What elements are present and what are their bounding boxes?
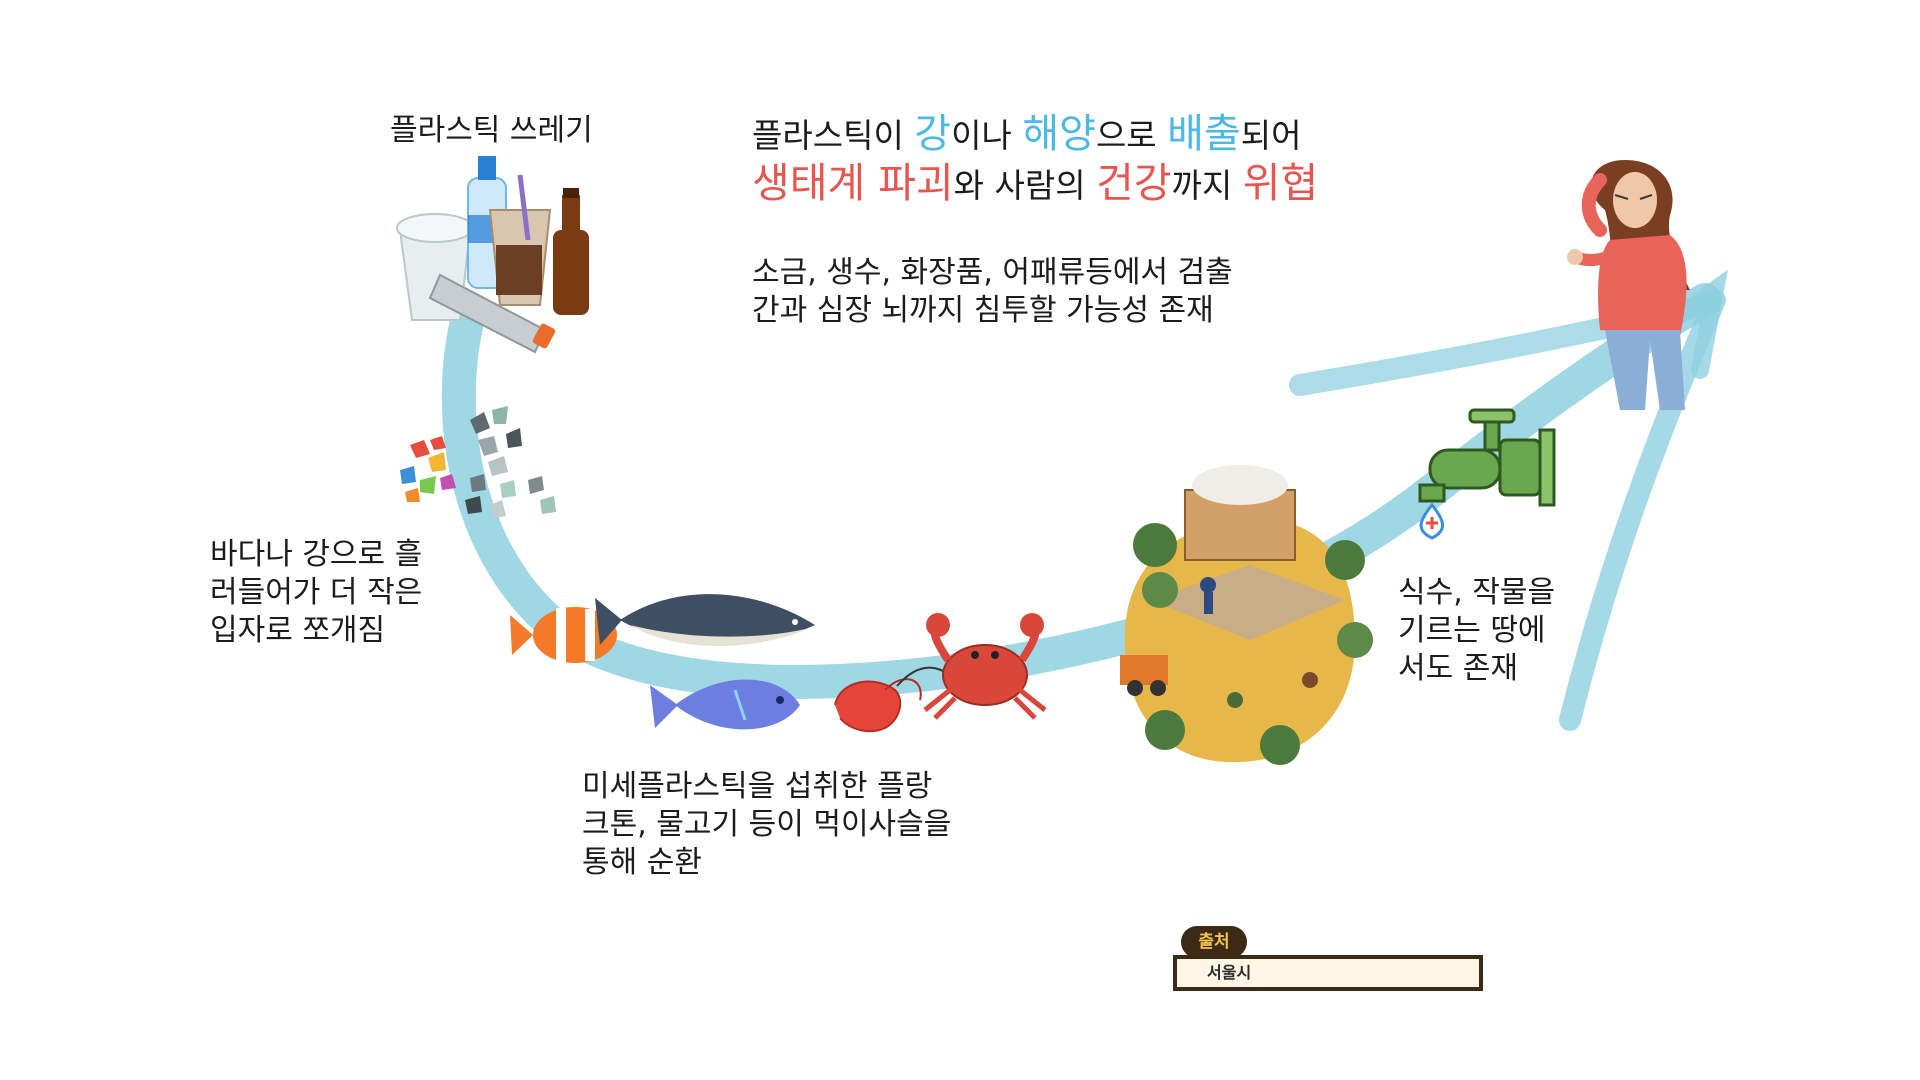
blue-fish-icon — [650, 679, 800, 730]
headline: 플라스틱이 강이나 해양으로 배출되어 생태계 파괴와 사람의 건강까지 위협 — [752, 112, 1318, 211]
headline-keyword: 건강 — [1096, 159, 1172, 207]
label-fragment-line: 러들어가 더 작은 — [210, 575, 423, 610]
label-land: 식수, 작물을 기르는 땅에 서도 존재 — [1398, 574, 1555, 688]
label-food-chain-line: 크톤, 물고기 등이 먹이사슬을 — [582, 807, 952, 842]
headline-keyword: 강 — [914, 111, 952, 157]
headline-keyword: 생태계 파괴 — [752, 159, 954, 207]
headline-keyword: 배출 — [1167, 111, 1241, 157]
source-badge: 출처 — [1181, 926, 1247, 958]
label-land-line: 기르는 땅에 — [1398, 613, 1546, 648]
sick-woman-icon — [1567, 160, 1690, 410]
headline-text: 으로 — [1095, 116, 1168, 155]
crab-icon — [923, 613, 1047, 720]
headline-keyword: 위협 — [1242, 159, 1319, 207]
headline-text: 와 사람의 — [953, 166, 1097, 205]
tuna-icon — [595, 594, 815, 647]
headline-text: 플라스틱이 — [752, 116, 915, 155]
headline-text: 까지 — [1171, 166, 1243, 205]
source-box: 서울시 — [1173, 955, 1483, 991]
detail-line: 간과 심장 뇌까지 침투할 가능성 존재 — [752, 293, 1214, 328]
label-land-line: 식수, 작물을 — [1398, 575, 1556, 610]
detail-line: 소금, 생수, 화장품, 어패류등에서 검출 — [752, 255, 1233, 290]
headline-text: 이나 — [951, 116, 1023, 155]
label-food-chain-line: 통해 순환 — [582, 845, 702, 880]
headline-line-1: 플라스틱이 강이나 해양으로 배출되어 — [752, 112, 1318, 158]
water-faucet-icon — [1418, 408, 1556, 540]
microplastic-fragments-icon — [400, 406, 556, 518]
label-plastic-waste: 플라스틱 쓰레기 — [390, 113, 593, 148]
label-food-chain: 미세플라스틱을 섭취한 플랑 크톤, 물고기 등이 먹이사슬을 통해 순환 — [582, 768, 951, 882]
label-fragment: 바다나 강으로 흘 러들어가 더 작은 입자로 쪼개짐 — [210, 536, 422, 650]
detail-text: 소금, 생수, 화장품, 어패류등에서 검출 간과 심장 뇌까지 침투할 가능성… — [752, 254, 1233, 330]
label-food-chain-line: 미세플라스틱을 섭취한 플랑 — [582, 769, 933, 804]
headline-keyword: 해양 — [1022, 111, 1096, 157]
clownfish-icon — [510, 607, 617, 663]
farmland-icon — [1120, 465, 1373, 765]
label-fragment-line: 입자로 쪼개짐 — [210, 613, 386, 648]
headline-text: 되어 — [1240, 116, 1302, 155]
headline-line-2: 생태계 파괴와 사람의 건강까지 위협 — [752, 158, 1318, 211]
plastic-bottles-icon — [396, 156, 589, 354]
label-land-line: 서도 존재 — [1398, 651, 1518, 686]
label-fragment-line: 바다나 강으로 흘 — [210, 537, 423, 572]
